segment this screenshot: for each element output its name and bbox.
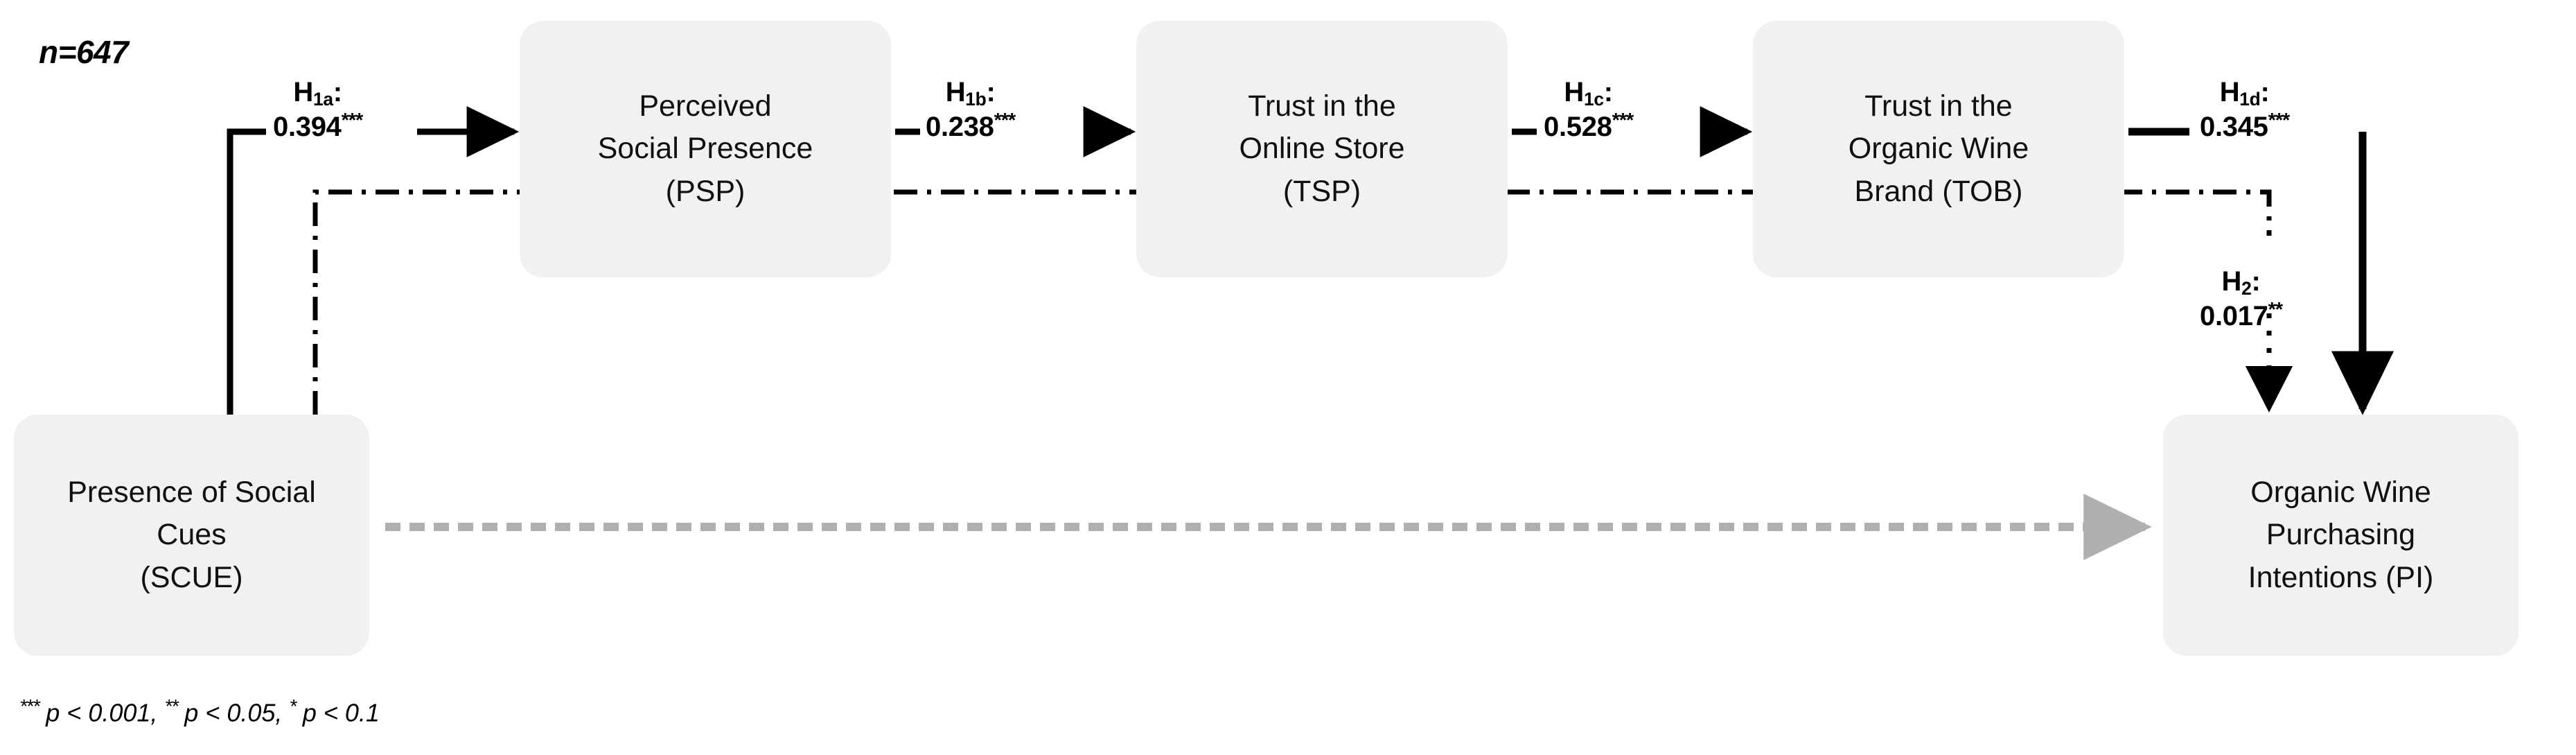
coefficient-value: 0.394	[273, 112, 342, 143]
path-label-h2: H2: 0.017**	[2200, 266, 2283, 332]
path-label-h1a: H1a: 0.394***	[273, 76, 364, 143]
coefficient-value: 0.345	[2200, 112, 2268, 143]
hypothesis-sub: 1a	[313, 88, 333, 110]
node-label: Trust in the Organic Wine Brand (TOB)	[1848, 89, 2029, 208]
hypothesis-colon: :	[1603, 77, 1613, 107]
hypothesis-name: H	[2221, 266, 2242, 297]
hypothesis-sub: 2	[2241, 277, 2252, 299]
significance-stars: ***	[2268, 110, 2291, 132]
node-trust-online-store[interactable]: Trust in the Online Store (TSP)	[1136, 21, 1508, 277]
significance-stars: ***	[994, 110, 1016, 132]
p-level-3: p < 0.001,	[39, 698, 165, 727]
node-perceived-social-presence[interactable]: Perceived Social Presence (PSP)	[520, 21, 891, 277]
coefficient-value: 0.017	[2200, 301, 2268, 332]
hypothesis-sub: 1d	[2239, 88, 2261, 110]
sample-size-label: n=647	[39, 34, 129, 70]
hypothesis-colon: :	[2251, 266, 2261, 297]
significance-stars: ***	[1612, 110, 1634, 132]
path-label-h1c: H1c: 0.528***	[1544, 76, 1634, 143]
path-label-h1b: H1b: 0.238***	[926, 76, 1016, 143]
significance-stars: ***	[341, 110, 364, 132]
hypothesis-colon: :	[986, 77, 996, 107]
p-level-2: p < 0.05,	[177, 698, 290, 727]
coefficient-value: 0.528	[1544, 112, 1612, 143]
node-label: Presence of Social Cues (SCUE)	[67, 476, 316, 594]
hypothesis-name: H	[1564, 77, 1585, 107]
significance-stars: **	[2268, 299, 2283, 322]
node-trust-organic-wine-brand[interactable]: Trust in the Organic Wine Brand (TOB)	[1753, 21, 2124, 277]
path-h1a	[227, 106, 520, 415]
node-label: Perceived Social Presence (PSP)	[597, 89, 813, 208]
node-presence-of-social-cues[interactable]: Presence of Social Cues (SCUE)	[14, 415, 369, 656]
hypothesis-colon: :	[2260, 77, 2270, 107]
significance-footnote: *** p < 0.001, ** p < 0.05, * p < 0.1	[19, 695, 380, 728]
hypothesis-colon: :	[333, 77, 342, 107]
p-level-1: p < 0.1	[295, 698, 380, 727]
hypothesis-sub: 1c	[1584, 88, 1604, 110]
stars-3: ***	[19, 695, 40, 717]
hypothesis-sub: 1b	[965, 88, 987, 110]
hypothesis-name: H	[293, 77, 314, 107]
stars-2: **	[164, 695, 178, 717]
node-organic-wine-purchasing-intentions[interactable]: Organic Wine Purchasing Intentions (PI)	[2163, 415, 2518, 656]
node-label: Organic Wine Purchasing Intentions (PI)	[2248, 476, 2434, 594]
hypothesis-name: H	[2219, 77, 2240, 107]
stars-1: *	[289, 695, 297, 717]
path-label-h1d: H1d: 0.345***	[2200, 76, 2291, 143]
coefficient-value: 0.238	[926, 112, 994, 143]
hypothesis-name: H	[945, 77, 966, 107]
node-label: Trust in the Online Store (TSP)	[1239, 89, 1405, 208]
